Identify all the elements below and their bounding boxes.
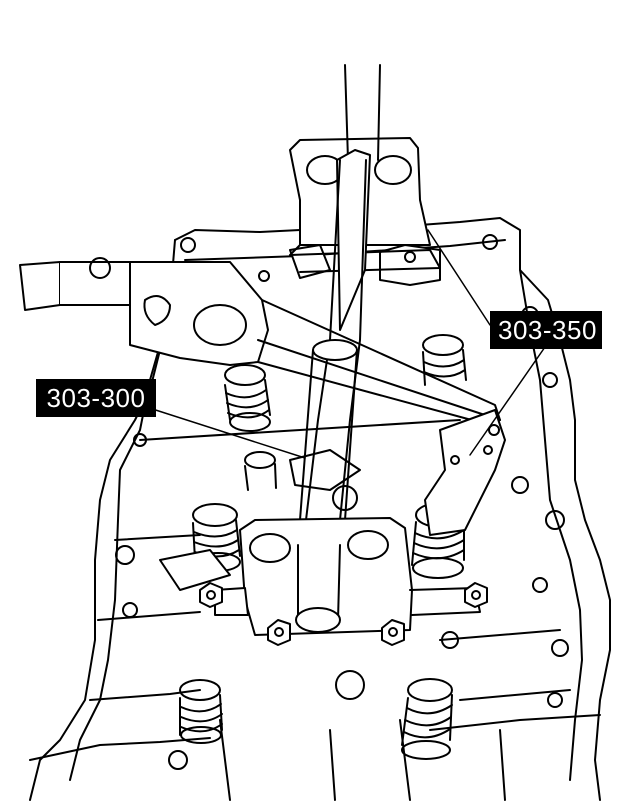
- callout-leader-lines: [139, 229, 546, 459]
- lower-support-bracket: [214, 517, 481, 636]
- valve-spring-lower-right: [401, 678, 453, 760]
- callout-label-303-300: 303-300: [36, 379, 156, 417]
- valve-spring-middle-center: [244, 451, 277, 491]
- tool-shaft-rod: [299, 64, 381, 521]
- head-bolt-holes: [115, 234, 569, 770]
- valve-spring-upper-left: [224, 364, 271, 432]
- valve-spring-upper-right: [422, 334, 467, 386]
- callout-label-303-350: 303-350: [490, 311, 602, 349]
- valve-spring-middle-right: [411, 502, 465, 579]
- tool-lever-arm: [19, 257, 506, 536]
- valve-spring-lower-left: [179, 679, 223, 744]
- bracket-bolts: [199, 251, 488, 646]
- valve-springs: [179, 334, 467, 760]
